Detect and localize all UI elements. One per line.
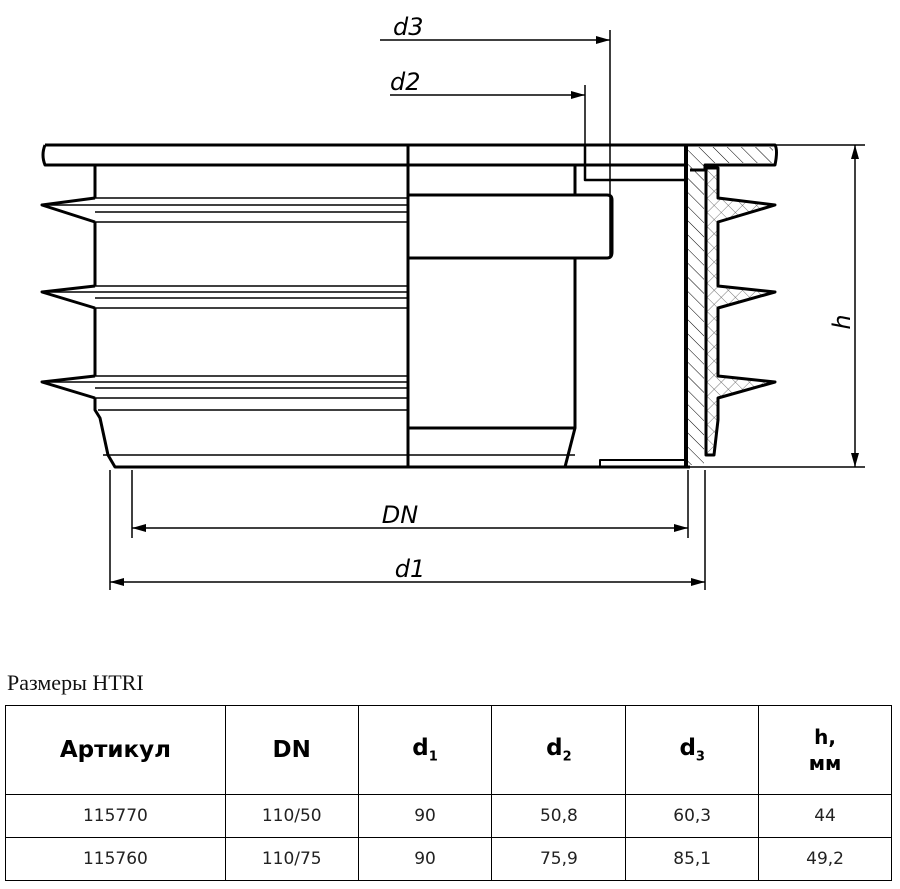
- cell-d2: 50,8: [491, 794, 627, 838]
- label-h: h: [828, 314, 856, 329]
- label-d3: d3: [393, 13, 424, 41]
- cell-d3: 85,1: [625, 837, 760, 881]
- rib-3: [40, 374, 96, 400]
- rib-2: [40, 284, 96, 310]
- cell-article: 115770: [5, 794, 226, 838]
- header-d1: d1: [357, 705, 493, 795]
- dimensions-table: Артикул DN d1 d2 d3 h,мм 115770 110/50 9…: [5, 705, 892, 881]
- cell-d1: 90: [357, 794, 493, 838]
- table-row: 115760 110/75 90 75,9 85,1 49,2: [5, 837, 892, 881]
- table-header-row: Артикул DN d1 d2 d3 h,мм: [5, 705, 892, 795]
- label-d1: d1: [395, 555, 426, 583]
- cell-dn: 110/50: [224, 794, 359, 838]
- cell-d1: 90: [357, 837, 493, 881]
- header-d3: d3: [625, 705, 760, 795]
- cell-h: 44: [758, 794, 892, 838]
- table-row: 115770 110/50 90 50,8 60,3 44: [5, 794, 892, 838]
- body-outline: [93, 165, 690, 469]
- inner-step: [406, 163, 614, 468]
- rib-1: [40, 196, 96, 224]
- table-caption: Размеры HTRI: [7, 670, 144, 695]
- header-d2: d2: [491, 705, 627, 795]
- cell-article: 115760: [5, 837, 226, 881]
- wall-hatch: [688, 147, 704, 465]
- flange-hatch: [688, 147, 773, 163]
- seal-section: [704, 166, 777, 457]
- header-dn: DN: [224, 705, 359, 795]
- header-h: h,мм: [758, 705, 892, 795]
- label-d2: d2: [390, 68, 421, 96]
- header-article: Артикул: [5, 705, 226, 795]
- cell-d2: 75,9: [491, 837, 627, 881]
- cell-d3: 60,3: [625, 794, 760, 838]
- technical-drawing: d3 d2 h DN d1: [40, 13, 865, 590]
- cell-dn: 110/75: [224, 837, 359, 881]
- cell-h: 49,2: [758, 837, 892, 881]
- label-dn: DN: [382, 501, 418, 529]
